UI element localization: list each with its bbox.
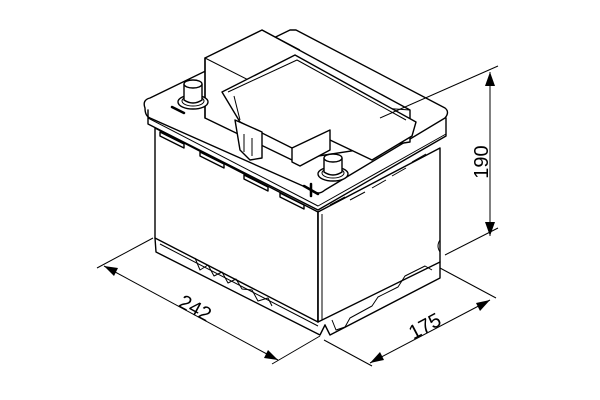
width-dimension-label: 175 <box>405 309 445 344</box>
length-dimension-label: 242 <box>175 291 215 326</box>
top-cover <box>204 29 417 167</box>
negative-symbol-icon <box>170 105 186 115</box>
positive-terminal <box>317 153 349 182</box>
positive-symbol-icon <box>302 182 320 198</box>
vent-slot <box>243 174 269 192</box>
height-dimension-label: 190 <box>471 145 493 178</box>
battery-body <box>154 127 441 336</box>
dimension-height: 190 <box>379 65 499 256</box>
vent-slot <box>199 151 225 169</box>
negative-terminal <box>177 79 209 110</box>
vent-slot <box>279 192 305 210</box>
vent-slot <box>159 131 185 149</box>
